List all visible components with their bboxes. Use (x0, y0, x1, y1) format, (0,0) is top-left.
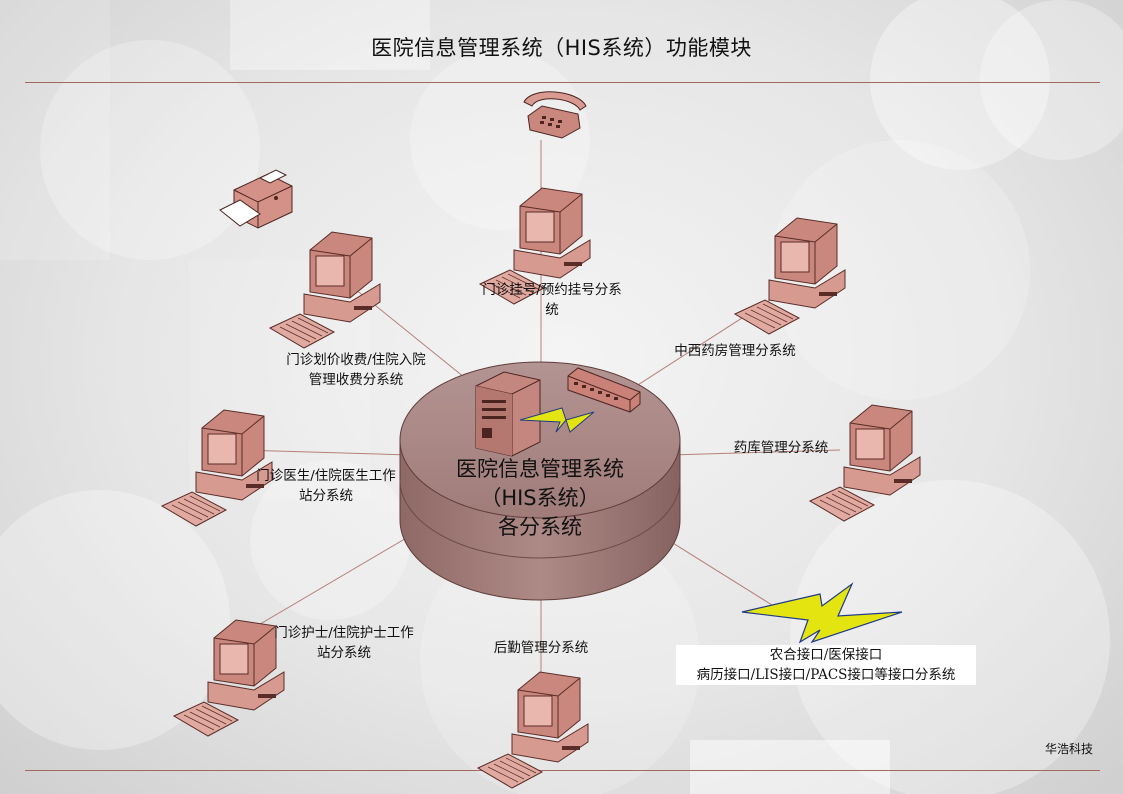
label-interfaces-line2: 病历接口/LIS接口/PACS接口等接口分系统 (696, 667, 956, 683)
label-nurse-line1: 门诊护士/住院护士工作 (274, 625, 414, 641)
bottom-divider (25, 770, 1100, 771)
label-nurse: 门诊护士/住院护士工作 站分系统 (254, 623, 434, 663)
label-pharmacy: 中西药房管理分系统 (674, 343, 796, 359)
label-drug-store: 药库管理分系统 (733, 440, 829, 456)
lightning-icon-interfaces (741, 582, 903, 644)
label-registration-line2: 统 (545, 302, 559, 318)
label-interfaces-line1: 农合接口/医保接口 (769, 647, 883, 663)
telephone-icon (523, 91, 587, 139)
switch-icon (567, 367, 641, 413)
center-label-line3: 各分系统 (498, 515, 582, 539)
server-icon (475, 371, 541, 457)
label-doctor-line2: 站分系统 (299, 488, 353, 504)
label-billing-line1: 门诊划价收费/住院入院 (286, 352, 426, 368)
label-billing-line2: 管理收费分系统 (308, 372, 404, 388)
page-title: 医院信息管理系统（HIS系统）功能模块 (371, 36, 752, 60)
computer-icon-billing (269, 231, 381, 349)
lightning-icon-small (519, 407, 595, 433)
label-interfaces: 农合接口/医保接口 病历接口/LIS接口/PACS接口等接口分系统 (676, 645, 976, 685)
label-logistics: 后勤管理分系统 (493, 640, 589, 656)
center-label-line2: （HIS系统） (480, 486, 600, 510)
brand-label: 华浩科技 (1044, 742, 1093, 756)
label-doctor-line1: 门诊医生/住院医生工作 (256, 468, 396, 484)
center-label: 医院信息管理系统 （HIS系统） 各分系统 (430, 455, 650, 542)
center-label-line1: 医院信息管理系统 (456, 457, 624, 481)
label-registration: 门诊挂号/预约挂号分系 统 (462, 280, 642, 320)
label-billing: 门诊划价收费/住院入院 管理收费分系统 (266, 350, 446, 390)
label-registration-line1: 门诊挂号/预约挂号分系 (482, 282, 622, 298)
computer-icon-drugstore (809, 404, 921, 522)
computer-icon-pharmacy (734, 217, 846, 335)
label-doctor: 门诊医生/住院医生工作 站分系统 (236, 466, 416, 506)
computer-icon-logistics (477, 671, 589, 789)
top-divider (25, 82, 1100, 83)
label-nurse-line2: 站分系统 (317, 645, 371, 661)
printer-icon (219, 169, 293, 229)
